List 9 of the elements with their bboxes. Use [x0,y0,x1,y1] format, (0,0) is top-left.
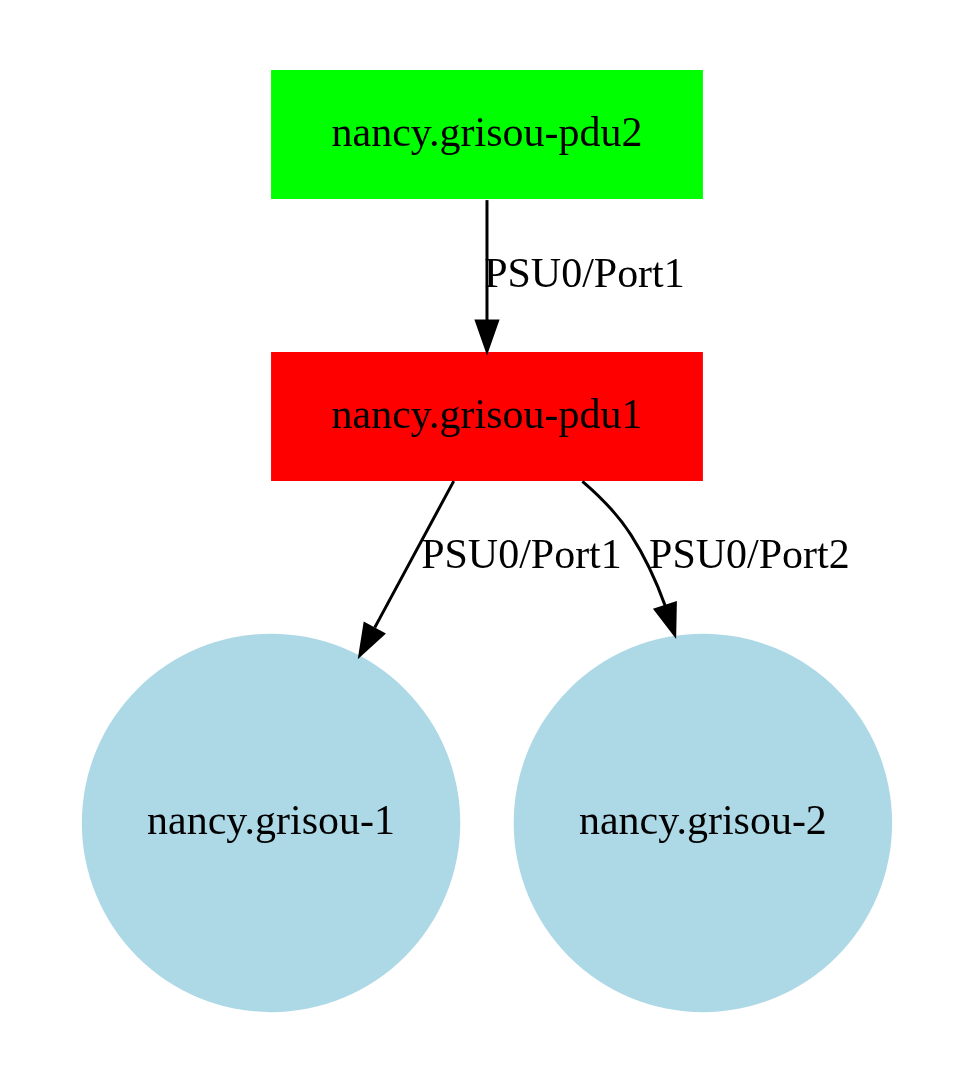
arrow [474,199,500,356]
arrow [357,479,456,659]
node-circle: nancy.grisou-2 [513,633,893,1012]
node-box: nancy.grisou-pdu2 [271,69,703,199]
arrow [581,479,677,639]
node-box: nancy.grisou-pdu1 [271,351,703,481]
edge-label: PSU0/Port2 [649,530,850,577]
edge-label: PSU0/Port1 [421,530,622,577]
node-circle: nancy.grisou-1 [81,633,461,1012]
